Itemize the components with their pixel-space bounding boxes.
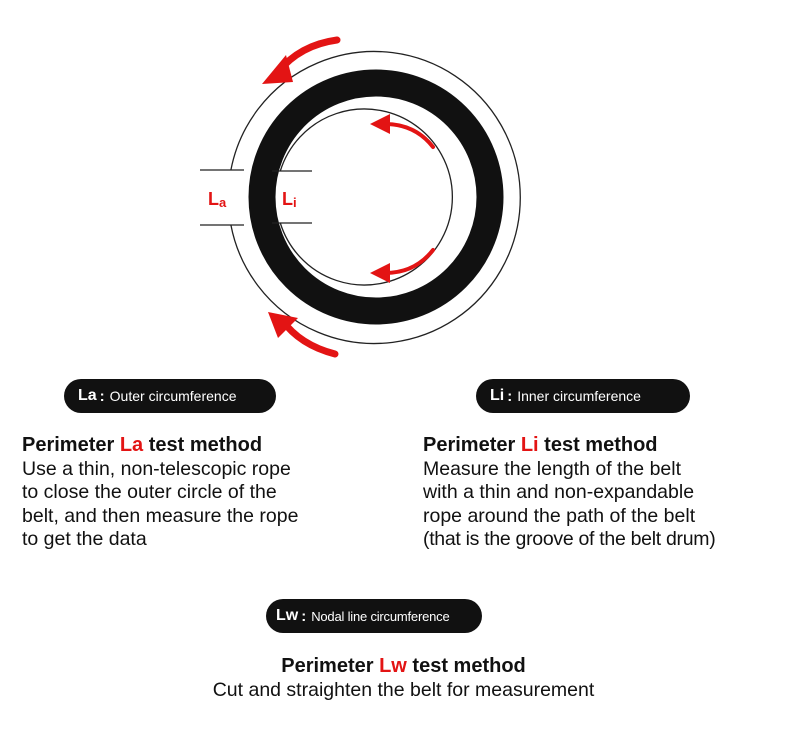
- circular-arrow-icon: [383, 248, 435, 275]
- outer-label: La: [208, 189, 227, 210]
- outer-measure-ring: [230, 50, 521, 345]
- badge-separator: :: [301, 607, 307, 625]
- inner-measure-ring: [279, 108, 454, 286]
- badge-description: Outer circumference: [109, 388, 237, 404]
- inner-circumference-badge: Li : Inner circumference: [476, 379, 690, 413]
- la-method-line: to get the data: [22, 528, 147, 550]
- la-method-heading: Perimeter La test method: [22, 434, 263, 456]
- badge-separator: :: [99, 387, 105, 405]
- badge-description: Nodal line circumference: [311, 608, 450, 624]
- badge-description: Inner circumference: [517, 388, 641, 404]
- badge-code: La: [78, 387, 97, 404]
- lw-method-heading: Perimeter Lw test method: [281, 655, 526, 677]
- badge-separator: :: [507, 387, 513, 405]
- nodal-line-circumference-badge: Lw : Nodal line circumference: [266, 599, 482, 633]
- badge-code: Li: [490, 387, 505, 404]
- arrow-head-icon: [268, 312, 298, 338]
- li-method-heading: Perimeter Li test method: [423, 434, 658, 456]
- la-method-block: Perimeter La test method Use a thin, non…: [22, 434, 298, 552]
- arrow-head-icon: [370, 114, 390, 134]
- belt-ring: [248, 69, 504, 325]
- la-method-line: belt, and then measure the rope: [22, 504, 299, 527]
- li-method-line: with a thin and non-expandable: [423, 481, 695, 503]
- lw-method-line: Cut and straighten the belt for measurem…: [212, 678, 595, 701]
- circular-arrow-icon: [383, 122, 435, 149]
- la-method-line: Use a thin, non-telescopic rope: [22, 457, 291, 480]
- outer-circumference-badge: La : Outer circumference: [64, 379, 276, 413]
- li-method-block: Perimeter Li test method Measure the len…: [423, 434, 716, 552]
- arrow-head-icon: [262, 55, 293, 84]
- belt-circumference-diagram: La Li: [200, 36, 521, 358]
- badge-code: Lw: [276, 607, 299, 624]
- li-method-line: (that is the groove of the belt drum): [423, 528, 716, 550]
- inner-label: Li: [282, 189, 297, 210]
- la-method-line: to close the outer circle of the: [22, 481, 277, 503]
- arrow-head-icon: [370, 263, 390, 283]
- li-method-line: Measure the length of the belt: [423, 457, 682, 480]
- lw-method-block: Perimeter Lw test method Cut and straigh…: [0, 655, 807, 702]
- li-method-line: rope around the path of the belt: [423, 504, 696, 527]
